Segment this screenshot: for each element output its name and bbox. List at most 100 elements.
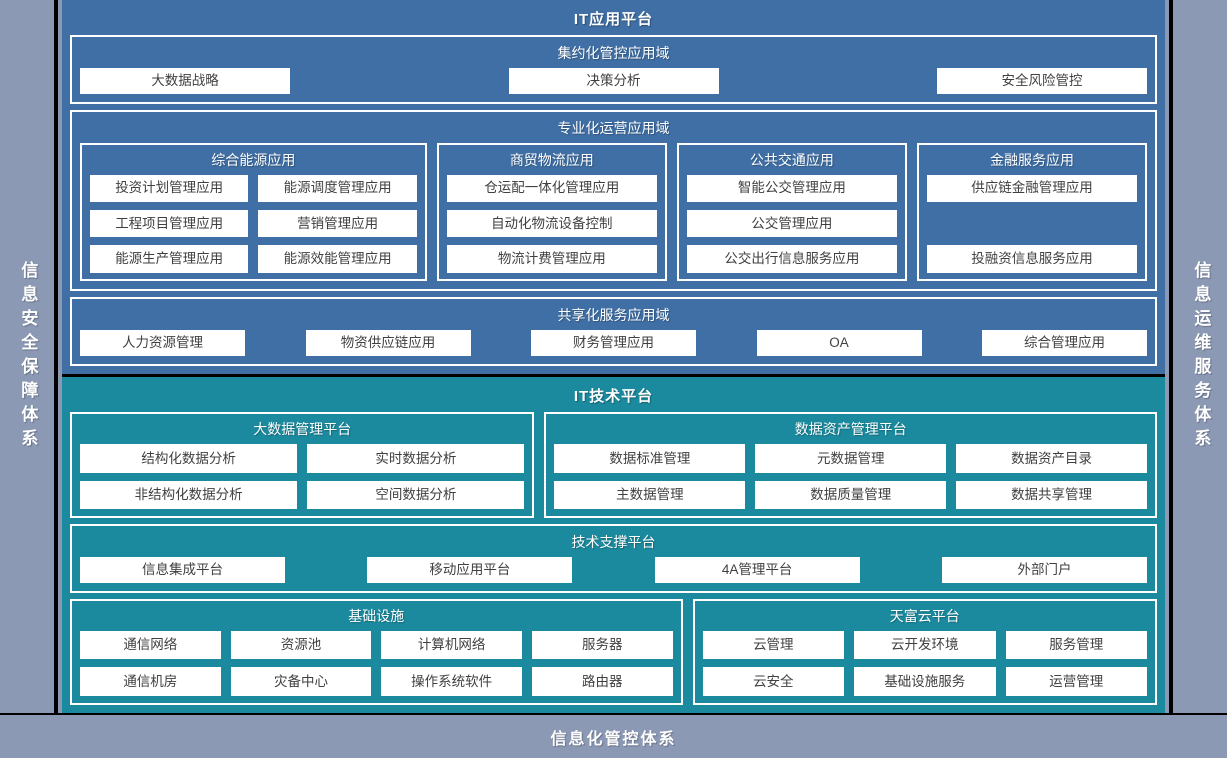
grid-row: 工程项目管理应用 营销管理应用 <box>90 209 417 238</box>
domain-intensive-management-chips: 大数据战略 决策分析 安全风险管控 <box>80 68 1147 94</box>
chip-communication-room[interactable]: 通信机房 <box>80 667 221 697</box>
chip-material-supply-chain[interactable]: 物资供应链应用 <box>305 330 471 356</box>
chip-human-resources-management[interactable]: 人力资源管理 <box>80 330 245 356</box>
chip-data-quality-management[interactable]: 数据质量管理 <box>755 480 947 510</box>
chip-marketing-management[interactable]: 营销管理应用 <box>258 209 417 238</box>
domain-intensive-management-title: 集约化管控应用域 <box>557 45 670 61</box>
grid-row: 智能公交管理应用 <box>686 174 897 202</box>
right-side-band-label: 信息运维服务体系 <box>1191 260 1211 453</box>
chip-operations-management[interactable]: 运营管理 <box>1005 667 1147 697</box>
grid-row: 投资计划管理应用 能源调度管理应用 <box>90 174 417 202</box>
grid-row: 仓运配一体化管理应用 <box>446 174 657 202</box>
chip-bus-travel-info-service[interactable]: 公交出行信息服务应用 <box>686 245 897 273</box>
chip-smart-bus-management[interactable]: 智能公交管理应用 <box>686 174 897 202</box>
group-financial-services-title: 金融服务应用 <box>989 151 1074 168</box>
chip-cloud-dev-environment[interactable]: 云开发环境 <box>854 630 996 660</box>
chip-data-standard-management[interactable]: 数据标准管理 <box>554 444 746 473</box>
chip-decision-analysis[interactable]: 决策分析 <box>508 68 719 94</box>
group-commerce-logistics-grid: 仓运配一体化管理应用 自动化物流设备控制 物流计费管理应用 <box>446 174 657 273</box>
chip-engineering-project-management[interactable]: 工程项目管理应用 <box>90 209 249 238</box>
grid-row: 通信机房 灾备中心 操作系统软件 路由器 <box>80 667 673 697</box>
domain-intensive-management: 集约化管控应用域 大数据战略 决策分析 安全风险管控 <box>70 35 1157 104</box>
group-data-asset-platform: 数据资产管理平台 数据标准管理 元数据管理 数据资产目录 主数据管理 数据质量管… <box>544 412 1157 519</box>
group-integrated-energy: 综合能源应用 投资计划管理应用 能源调度管理应用 工程项目管理应用 营销管理应用 <box>80 142 427 282</box>
chip-finance-management[interactable]: 财务管理应用 <box>531 330 696 356</box>
chip-comprehensive-management[interactable]: 综合管理应用 <box>982 330 1147 356</box>
chip-4a-management-platform[interactable]: 4A管理平台 <box>654 557 860 583</box>
chip-energy-production-management[interactable]: 能源生产管理应用 <box>90 245 249 273</box>
chip-data-asset-catalog[interactable]: 数据资产目录 <box>956 444 1147 473</box>
grid-row: 主数据管理 数据质量管理 数据共享管理 <box>554 480 1147 510</box>
chip-supply-chain-finance-management[interactable]: 供应链金融管理应用 <box>926 174 1138 202</box>
chip-data-sharing-management[interactable]: 数据共享管理 <box>956 480 1147 510</box>
chip-infrastructure-service[interactable]: 基础设施服务 <box>854 667 996 697</box>
grid-row: 公交出行信息服务应用 <box>686 245 897 273</box>
chip-cloud-management[interactable]: 云管理 <box>702 630 845 660</box>
chip-external-portal[interactable]: 外部门户 <box>941 557 1147 583</box>
chip-server[interactable]: 服务器 <box>531 630 673 660</box>
chip-oa[interactable]: OA <box>756 330 922 356</box>
chip-service-management[interactable]: 服务管理 <box>1005 630 1147 660</box>
bottom-band-label: 信息化管控体系 <box>550 730 677 748</box>
it-application-platform-body: 集约化管控应用域 大数据战略 决策分析 安全风险管控 专业化运营应用域 综合能源… <box>62 35 1165 374</box>
group-commerce-logistics-title: 商贸物流应用 <box>509 151 594 168</box>
group-financial-services-grid: 供应链金融管理应用 投融资信息服务应用 <box>926 174 1138 273</box>
tech-group-row-infra: 基础设施 通信网络 资源池 计算机网络 服务器 通信机房 灾备中心 <box>70 598 1157 706</box>
grid-row: 非结构化数据分析 空间数据分析 <box>80 480 525 510</box>
chip-investment-financing-info-service[interactable]: 投融资信息服务应用 <box>926 245 1138 273</box>
chip-disaster-recovery-center[interactable]: 灾备中心 <box>230 667 372 697</box>
chip-computer-network[interactable]: 计算机网络 <box>381 630 522 660</box>
group-big-data-platform: 大数据管理平台 结构化数据分析 实时数据分析 非结构化数据分析 空间数据分析 <box>70 412 535 519</box>
chip-metadata-management[interactable]: 元数据管理 <box>755 444 947 473</box>
chip-energy-dispatch-management[interactable]: 能源调度管理应用 <box>258 174 417 202</box>
grid-row: 数据标准管理 元数据管理 数据资产目录 <box>554 444 1147 473</box>
group-commerce-logistics: 商贸物流应用 仓运配一体化管理应用 自动化物流设备控制 物流计费管理应用 <box>436 142 667 282</box>
chip-security-risk-management[interactable]: 安全风险管控 <box>937 68 1147 94</box>
chip-logistics-billing-management[interactable]: 物流计费管理应用 <box>446 245 657 273</box>
chip-spatial-data-analysis[interactable]: 空间数据分析 <box>307 480 525 510</box>
domain-professional-operations: 专业化运营应用域 综合能源应用 投资计划管理应用 能源调度管理应用 <box>70 109 1157 292</box>
chip-resource-pool[interactable]: 资源池 <box>230 630 372 660</box>
domain-technical-support-chips: 信息集成平台 移动应用平台 4A管理平台 外部门户 <box>80 557 1147 583</box>
chip-big-data-strategy[interactable]: 大数据战略 <box>80 68 290 94</box>
it-technology-platform-body: 大数据管理平台 结构化数据分析 实时数据分析 非结构化数据分析 空间数据分析 <box>62 412 1165 713</box>
right-side-band-it-operations: 信息运维服务体系 <box>1169 0 1227 713</box>
chip-information-integration-platform[interactable]: 信息集成平台 <box>80 557 285 583</box>
chip-router[interactable]: 路由器 <box>531 667 673 697</box>
chip-realtime-data-analysis[interactable]: 实时数据分析 <box>307 444 525 473</box>
group-tianfu-cloud-platform: 天富云平台 云管理 云开发环境 服务管理 云安全 基础设施服务 运营管理 <box>692 598 1157 706</box>
main-stack: IT应用平台 集约化管控应用域 大数据战略 决策分析 安全风险管控 专业化运营应… <box>62 0 1165 713</box>
chip-mobile-application-platform[interactable]: 移动应用平台 <box>367 557 573 583</box>
group-big-data-platform-grid: 结构化数据分析 实时数据分析 非结构化数据分析 空间数据分析 <box>80 444 525 510</box>
chip-cloud-security[interactable]: 云安全 <box>702 667 845 697</box>
chip-unstructured-data-analysis[interactable]: 非结构化数据分析 <box>80 480 298 510</box>
domain-technical-support-platform-title: 技术支撑平台 <box>571 534 656 551</box>
chip-communication-network[interactable]: 通信网络 <box>80 630 221 660</box>
bottom-band-informatization-governance: 信息化管控体系 <box>0 713 1227 758</box>
grid-row: 自动化物流设备控制 <box>446 209 657 238</box>
chip-structured-data-analysis[interactable]: 结构化数据分析 <box>80 444 298 473</box>
group-public-transport-grid: 智能公交管理应用 公交管理应用 公交出行信息服务应用 <box>686 174 897 273</box>
chip-operating-system-software[interactable]: 操作系统软件 <box>381 667 522 697</box>
group-infrastructure-title: 基础设施 <box>348 607 405 624</box>
group-big-data-platform-title: 大数据管理平台 <box>253 421 352 437</box>
it-technology-platform-title: IT技术平台 <box>573 388 654 405</box>
grid-row: 云安全 基础设施服务 运营管理 <box>702 667 1147 697</box>
domain-shared-services-title: 共享化服务应用域 <box>557 307 670 324</box>
group-public-transport-title: 公共交通应用 <box>749 151 834 168</box>
group-public-transport: 公共交通应用 智能公交管理应用 公交管理应用 公交出行信息服务应用 <box>676 142 907 282</box>
chip-integrated-warehouse-transport[interactable]: 仓运配一体化管理应用 <box>446 174 657 202</box>
it-application-platform: IT应用平台 集约化管控应用域 大数据战略 决策分析 安全风险管控 专业化运营应… <box>62 0 1165 374</box>
chip-master-data-management[interactable]: 主数据管理 <box>554 480 746 510</box>
chip-automated-logistics-equipment-control[interactable]: 自动化物流设备控制 <box>446 209 657 238</box>
chip-investment-plan-management[interactable]: 投资计划管理应用 <box>90 174 249 202</box>
chip-bus-management[interactable]: 公交管理应用 <box>686 209 897 238</box>
grid-row: 公交管理应用 <box>686 209 897 238</box>
group-data-asset-platform-title: 数据资产管理平台 <box>794 421 907 437</box>
left-side-band-label: 信息安全保障体系 <box>18 260 38 453</box>
grid-row: 供应链金融管理应用 <box>926 174 1138 202</box>
grid-row: 投融资信息服务应用 <box>926 245 1138 273</box>
group-integrated-energy-grid: 投资计划管理应用 能源调度管理应用 工程项目管理应用 营销管理应用 能源生产管理… <box>90 174 417 273</box>
chip-energy-efficiency-management[interactable]: 能源效能管理应用 <box>258 245 417 273</box>
